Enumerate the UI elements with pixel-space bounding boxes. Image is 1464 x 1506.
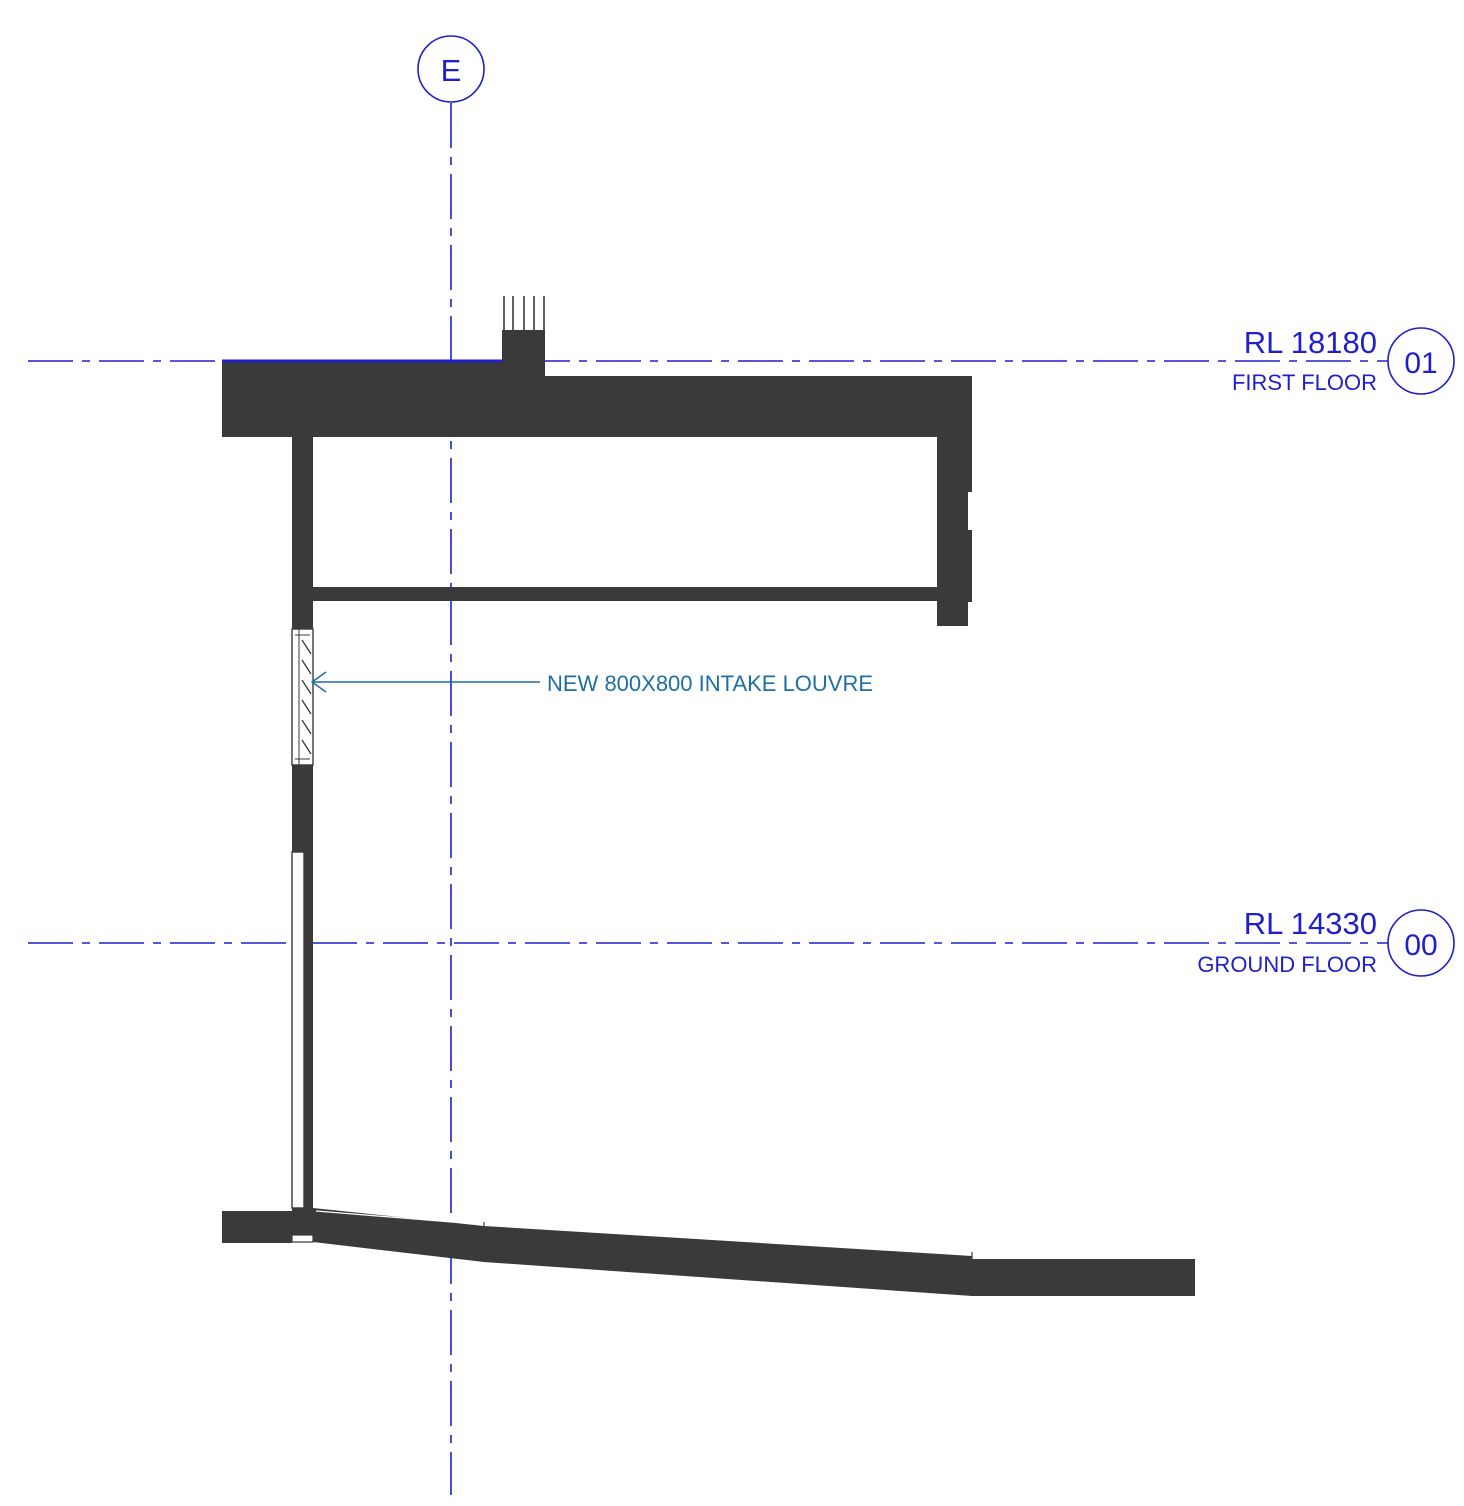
level-tag-01: 01	[1404, 347, 1437, 380]
ground-slab	[222, 1208, 1195, 1296]
bulkhead-right	[937, 376, 972, 626]
annotation-text: NEW 800X800 INTAKE LOUVRE	[547, 671, 873, 696]
ceiling-beam	[292, 587, 938, 601]
grid-line-e: E	[417, 35, 485, 1495]
balustrade-posts	[503, 296, 545, 330]
grid-bubble-e	[417, 35, 485, 103]
intake-louvre	[291, 628, 314, 766]
level-name-00: GROUND FLOOR	[1197, 952, 1377, 977]
level-line-ground-floor: 00 RL 14330 GROUND FLOOR	[28, 906, 1455, 977]
level-tag-00: 00	[1404, 929, 1437, 962]
level-rl-01: RL 18180	[1244, 325, 1377, 360]
wall-glazing	[291, 851, 305, 1209]
first-floor-slab	[222, 330, 972, 437]
grid-label-e: E	[441, 53, 462, 88]
left-wall	[292, 437, 313, 1208]
level-rl-00: RL 14330	[1244, 906, 1377, 941]
leader-arrowhead	[310, 671, 327, 693]
louvre-annotation: NEW 800X800 INTAKE LOUVRE	[310, 671, 873, 696]
level-bubble-01	[1387, 327, 1455, 395]
level-bubble-00	[1387, 909, 1455, 977]
level-name-01: FIRST FLOOR	[1232, 370, 1377, 395]
